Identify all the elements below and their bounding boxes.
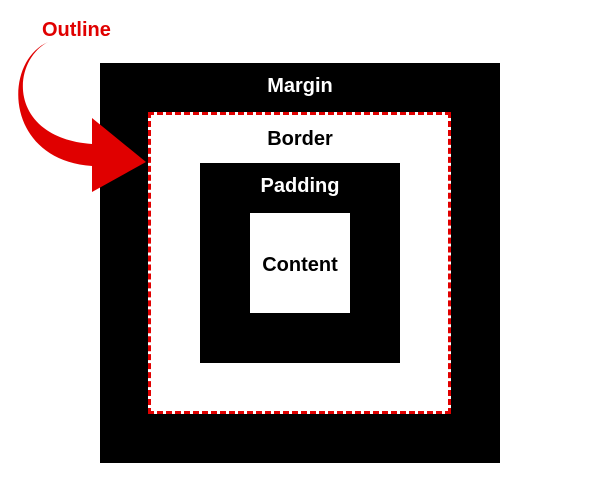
padding-label: Padding [260,175,340,197]
content-label: Content [262,254,338,276]
content-area [250,213,350,313]
outline-label: Outline [42,19,111,41]
border-label: Border [267,128,333,150]
outline-dashed-line [148,112,451,414]
margin-label: Margin [267,75,333,97]
